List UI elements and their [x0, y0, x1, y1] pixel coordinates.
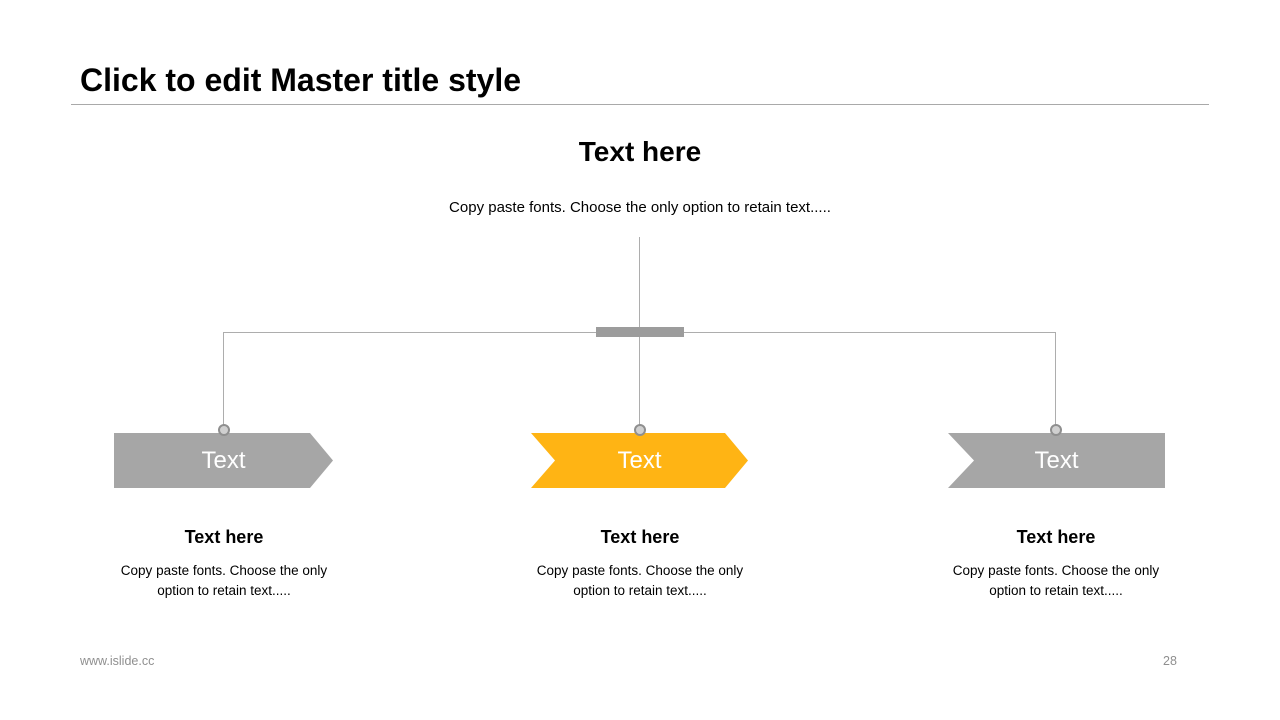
column-body-2: Copy paste fonts. Choose the only option… [510, 561, 770, 601]
footer-website: www.islide.cc [80, 654, 155, 668]
connector-dot-center [634, 424, 646, 436]
arrow-label-1: Text [201, 446, 246, 474]
connector-center-bar [596, 327, 684, 337]
description-column-2: Text here Copy paste fonts. Choose the o… [510, 527, 770, 601]
column-heading-1: Text here [184, 527, 264, 547]
column-heading-2: Text here [600, 527, 680, 547]
section-subtitle: Copy paste fonts. Choose the only option… [449, 199, 831, 216]
connector-line-vertical-right [1055, 332, 1056, 426]
connector-dot-right [1050, 424, 1062, 436]
column-body-2-line-2: option to retain text..... [573, 583, 707, 598]
description-column-1: Text here Copy paste fonts. Choose the o… [94, 527, 354, 601]
title-divider-line [71, 104, 1209, 105]
arrow-shape-2: Text [531, 433, 748, 488]
column-body-1-line-1: Copy paste fonts. Choose the only [120, 563, 328, 578]
arrow-shape-3: Text [948, 433, 1165, 488]
arrow-label-3: Text [1034, 446, 1079, 474]
column-body-1-line-2: option to retain text..... [157, 583, 291, 598]
column-body-1: Copy paste fonts. Choose the only option… [94, 561, 354, 601]
arrow-label-2: Text [617, 446, 662, 474]
column-body-2-line-1: Copy paste fonts. Choose the only [536, 563, 744, 578]
section-heading: Text here [578, 136, 702, 167]
connector-dot-left [218, 424, 230, 436]
description-column-3: Text here Copy paste fonts. Choose the o… [926, 527, 1186, 601]
column-heading-3: Text here [1016, 527, 1096, 547]
arrow-shape-1: Text [114, 433, 333, 488]
column-body-3-line-2: option to retain text..... [989, 583, 1123, 598]
slide-title: Click to edit Master title style [80, 62, 522, 98]
column-body-3: Copy paste fonts. Choose the only option… [926, 561, 1186, 601]
column-body-3-line-1: Copy paste fonts. Choose the only [952, 563, 1160, 578]
footer-page-number: 28 [1163, 654, 1177, 668]
connector-line-vertical-left [223, 332, 224, 426]
